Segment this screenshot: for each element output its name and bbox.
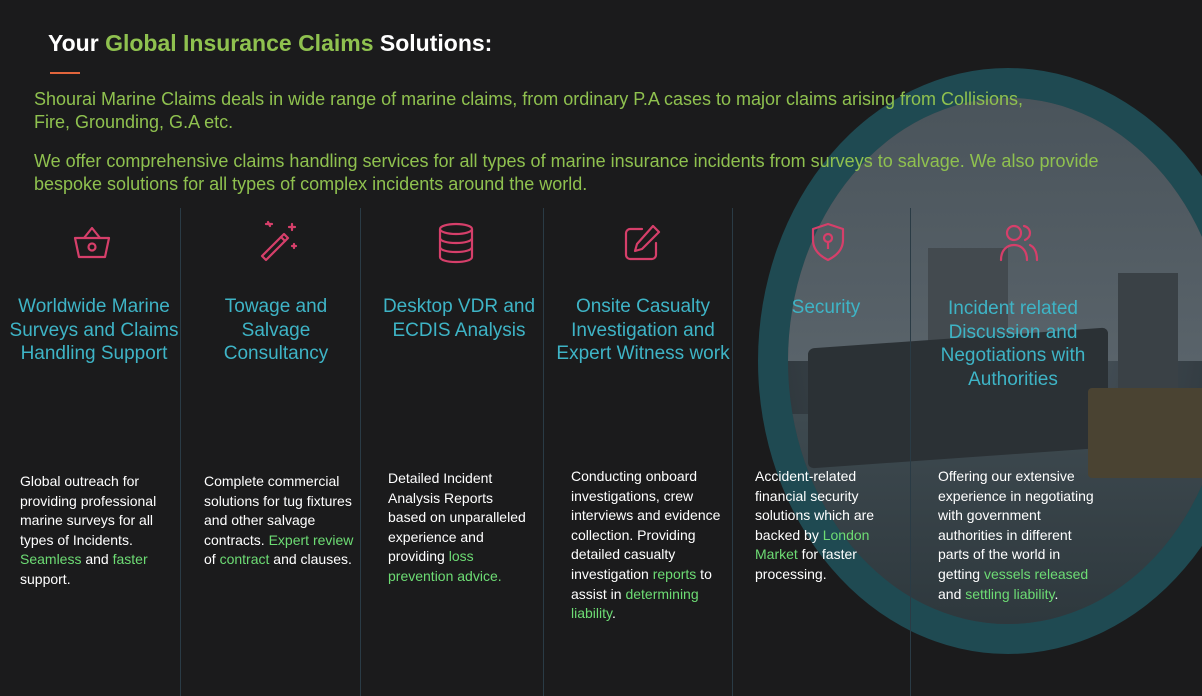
desc-text: Conducting onboard investigations, crew … [571, 468, 721, 582]
photo-ship-hull-2 [1088, 388, 1202, 478]
heading-highlight: Global Insurance Claims [105, 30, 374, 56]
highlight-text: faster [112, 551, 148, 568]
service-desc-surveys: Global outreach for providing profession… [20, 472, 170, 590]
photo-ship-tower-2 [1118, 273, 1178, 403]
desc-text: and [938, 585, 966, 602]
desc-text: Complete commercial solutions for tug fi… [204, 473, 352, 548]
highlight-text: determining liability [571, 585, 699, 622]
desc-text: and [81, 551, 113, 568]
service-desc-towage: Complete commercial solutions for tug fi… [204, 472, 354, 570]
desc-text: for faster processing. [755, 546, 857, 582]
desc-text: Detailed Incident Analysis Reports based… [388, 470, 526, 565]
highlight-text: Expert review [268, 531, 354, 548]
desc-text: . [1054, 585, 1059, 602]
shield-lock-icon [806, 220, 850, 264]
desc-text: and clauses. [269, 551, 352, 568]
heading-prefix: Your [48, 30, 106, 56]
column-divider [360, 208, 361, 696]
desc-text: Offering our extensive experience in neg… [938, 468, 1094, 582]
highlight-text: vessels released [983, 565, 1089, 582]
service-desc-negotiations: Offering our extensive experience in neg… [938, 467, 1103, 604]
service-title-negotiations: Incident related Discussion and Negotiat… [940, 298, 1086, 390]
service-desc-vdr: Detailed Incident Analysis Reports based… [388, 469, 533, 587]
desc-text: of [204, 551, 220, 568]
desc-text: Global outreach for providing profession… [20, 473, 157, 548]
heading-suffix: Solutions: [373, 30, 493, 56]
service-title-vdr: Desktop VDR and ECDIS Analysis [382, 296, 536, 341]
desc-text: . [611, 605, 616, 622]
service-title-surveys: Worldwide Marine Surveys and Claims Hand… [9, 296, 179, 364]
desc-text: support. [20, 570, 71, 587]
users-icon [997, 220, 1041, 264]
highlight-text: Seamless [20, 551, 82, 568]
service-title-casualty: Onsite Casualty Investigation and Expert… [556, 296, 730, 364]
column-divider [180, 208, 181, 696]
column-divider [910, 208, 911, 696]
magic-wand-icon [256, 218, 300, 262]
intro-paragraph-1: Shourai Marine Claims deals in wide rang… [34, 89, 1024, 132]
basket-icon [70, 220, 114, 264]
highlight-text: settling liability [965, 585, 1055, 602]
intro-paragraph-2: We offer comprehensive claims handling s… [34, 151, 1099, 194]
service-desc-casualty: Conducting onboard investigations, crew … [571, 467, 726, 624]
highlight-text: contract [219, 551, 270, 568]
service-title-security: Security [791, 297, 861, 318]
service-title-towage: Towage and Salvage Consultancy [223, 296, 329, 364]
highlight-text: reports [652, 565, 697, 582]
highlight-text: London Market [755, 526, 870, 563]
page-heading: Your Global Insurance Claims Solutions: [48, 30, 492, 57]
edit-icon [620, 221, 664, 265]
database-icon [434, 221, 478, 265]
highlight-text: loss prevention advice. [388, 548, 502, 584]
desc-text: Accident-related financial security solu… [755, 468, 875, 543]
desc-text: to assist in [571, 565, 712, 602]
column-divider [732, 208, 733, 696]
heading-accent-rule [50, 72, 80, 74]
service-desc-security: Accident-related financial security solu… [755, 467, 895, 585]
column-divider [543, 208, 544, 696]
